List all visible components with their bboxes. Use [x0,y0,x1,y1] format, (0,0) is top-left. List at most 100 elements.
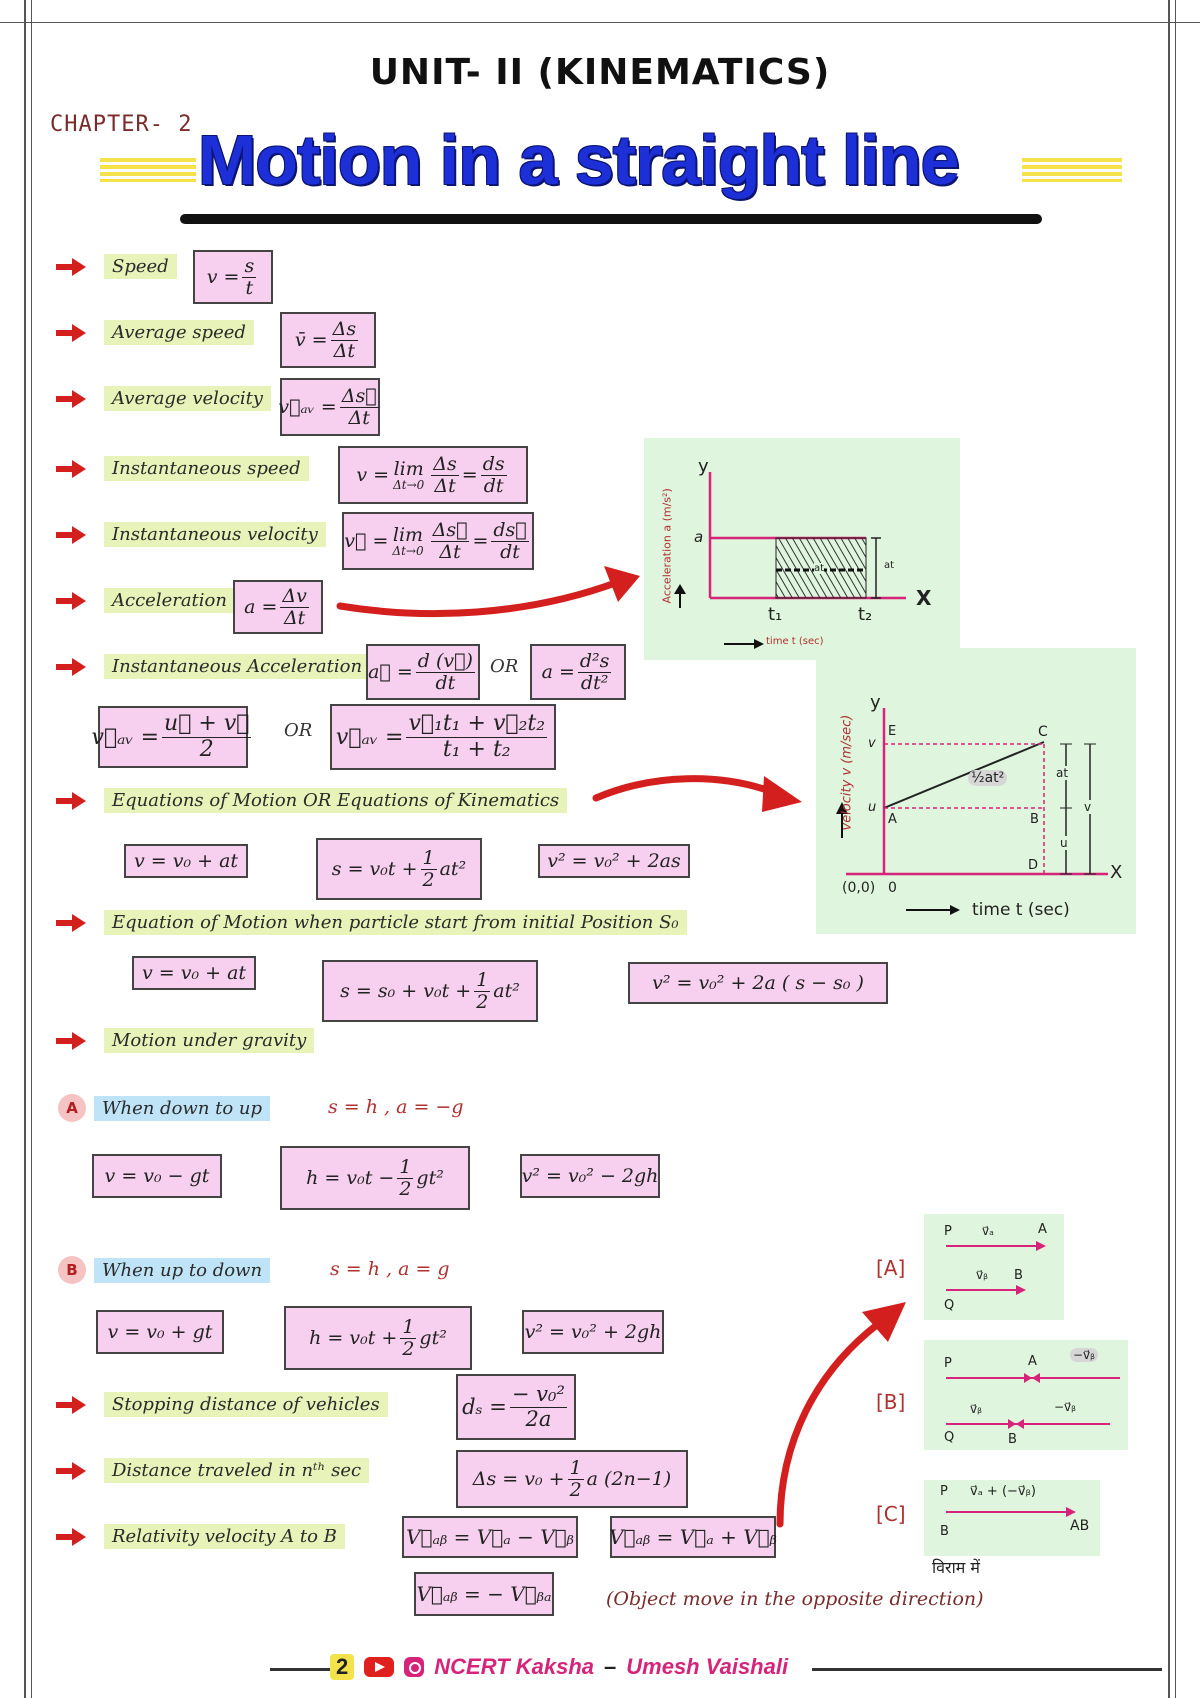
right-arrow-icon [56,1528,86,1546]
graph1-t2: t₂ [858,604,873,625]
row-speed: Speed [56,254,177,279]
row-up-to-down: B When up to down [58,1256,271,1284]
page-title: Motion in a straight line [198,121,960,199]
graph2-point-e: E [888,724,897,739]
graph1-axis-title: Acceleration a (m/s²) [660,488,674,604]
average-velocity-formula: v⃗ₐᵥ = Δs⃗Δt [278,378,380,436]
vector-case-a-tag: [A] [876,1256,906,1280]
graph2-half-at2: ½at² [968,770,1008,786]
footer: 2 NCERT Kaksha – Umesh Vaishali [330,1654,788,1680]
frame-top [0,22,1200,23]
frame-right-inner [1175,0,1176,1698]
graph2-zero: 0 [888,880,897,896]
row-average-speed: Average speed [56,320,254,345]
footer-line-left [270,1668,330,1671]
row-acceleration: Acceleration [56,588,235,613]
marker-b: B [58,1256,86,1284]
equation-initial-position-label: Equation of Motion when particle start f… [104,910,687,935]
row-motion-under-gravity: Motion under gravity [56,1028,315,1053]
graph1-time-label: time t (sec) [766,636,824,647]
vector-case-b: P A −v⃗ᵦ v⃗ᵦ −v⃗ᵦ Q B [924,1340,1128,1450]
instantaneous-acceleration-label: Instantaneous Acceleration [104,654,371,679]
instantaneous-velocity-label: Instantaneous velocity [104,522,326,547]
graph1-t1: t₁ [768,604,783,625]
equation-1-formula: v = v₀ + at [124,844,248,878]
right-arrow-icon [56,658,86,676]
average-velocity-label: Average velocity [104,386,271,411]
marker-a: A [58,1094,86,1122]
case-a-a: A [1038,1222,1047,1237]
acceleration-graph-svg [674,472,906,649]
acceleration-time-graph: y X Acceleration a (m/s²) a t₁ t₂ time t… [644,438,960,660]
graph2-point-b: B [1030,812,1039,827]
right-arrow-icon [56,792,86,810]
curved-arrow-icon [592,775,802,812]
graph2-point-d: D [1028,858,1039,873]
footer-separator: – [604,1654,617,1679]
velocity-graph-svg [836,708,1108,915]
average-speed-label: Average speed [104,320,254,345]
page-number: 2 [330,1654,355,1680]
title-stripes-left [100,158,196,182]
case-b-q: Q [944,1430,955,1445]
graph2-y-label: y [870,692,881,713]
down-to-up-label: When down to up [94,1095,271,1121]
graph2-point-a: A [888,812,897,827]
motion-under-gravity-label: Motion under gravity [104,1028,315,1053]
up-to-down-condition: s = h , a = g [330,1258,450,1280]
right-arrow-icon [56,592,86,610]
equation-3-formula: v² = v₀² + 2as [538,844,690,878]
row-stopping-distance: Stopping distance of vehicles [56,1392,388,1417]
graph2-time-label: time t (sec) [972,900,1070,920]
graph2-point-c: C [1038,724,1048,740]
instantaneous-acceleration-formula-1: a⃗ = d (v⃗)dt [366,644,480,700]
relative-velocity-label: Relativity velocity A to B [104,1524,345,1549]
case-c-b: B [940,1524,949,1539]
row-instantaneous-velocity: Instantaneous velocity [56,522,326,547]
row-distance-nth-sec: Distance traveled in nᵗʰ sec [56,1458,370,1483]
or-text: OR [490,656,519,677]
equation-initial-1-formula: v = v₀ + at [132,956,256,990]
up-down-1-formula: v = v₀ + gt [96,1310,224,1354]
up-down-3-formula: v² = v₀² + 2gh [522,1310,664,1354]
row-average-velocity: Average velocity [56,386,271,411]
relative-velocity-2-formula: V⃗ₐᵦ = V⃗ₐ + V⃗ᵦ [609,1516,777,1558]
row-down-to-up: A When down to up [58,1094,271,1122]
graph2-u-tick: u [868,800,877,815]
instantaneous-speed-label: Instantaneous speed [104,456,309,481]
graph1-y-label: y [698,456,709,477]
chapter-label: CHAPTER- 2 [50,112,193,137]
vector-case-a: P v⃗ₐ A v⃗ᵦ B Q [924,1214,1064,1320]
vector-case-c-tag: [C] [876,1502,906,1526]
or-text: OR [284,720,313,741]
right-arrow-icon [56,1396,86,1414]
graph1-x-label: X [916,586,932,610]
case-c-hindi-note: विराम में [932,1558,980,1577]
right-arrow-icon [56,526,86,544]
relative-velocity-1-formula: V⃗ₐᵦ = V⃗ₐ − V⃗ᵦ [402,1516,578,1558]
graph2-v-tick: v [868,736,876,751]
case-b-p: P [944,1356,952,1371]
case-c-p: P [940,1484,948,1499]
case-a-va: v⃗ₐ [982,1224,994,1238]
case-a-p: P [944,1224,952,1239]
right-arrow-icon [56,460,86,478]
title-stripes-right [1022,158,1122,182]
case-b-neg-vb-2: −v⃗ᵦ [1054,1400,1076,1414]
row-instantaneous-speed: Instantaneous speed [56,456,309,481]
down-up-1-formula: v = v₀ − gt [92,1154,222,1198]
relative-velocity-3-formula: V⃗ₐᵦ = − V⃗ᵦₐ [414,1572,554,1616]
footer-line-right [812,1668,1162,1671]
graph2-origin: (0,0) [842,880,876,896]
vector-case-b-tag: [B] [876,1390,906,1414]
row-instantaneous-acceleration: Instantaneous Acceleration [56,654,371,679]
right-arrow-icon [56,324,86,342]
equation-initial-3-formula: v² = v₀² + 2a ( s − s₀ ) [628,962,888,1004]
